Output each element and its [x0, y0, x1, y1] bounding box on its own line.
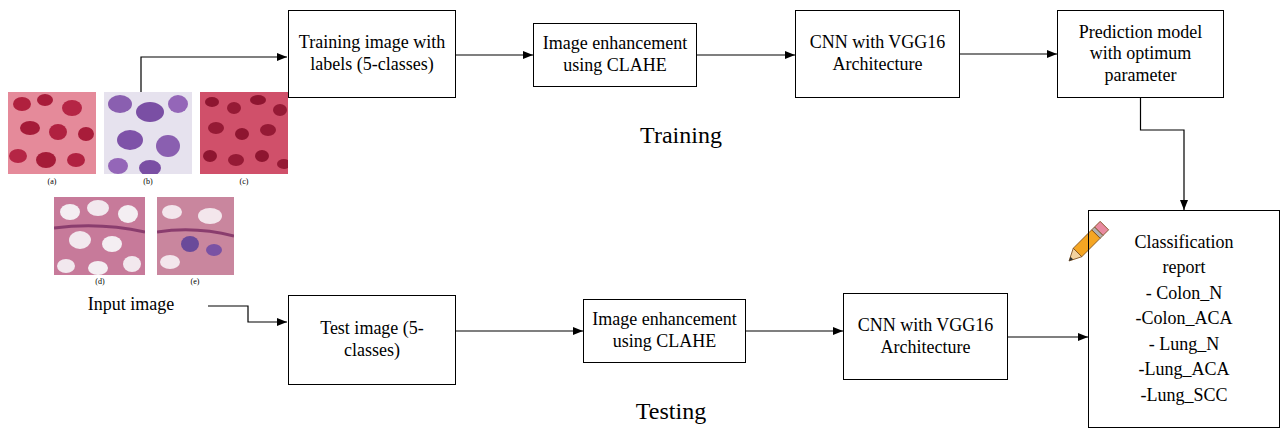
tissue-image	[157, 197, 234, 275]
tissue-image	[54, 197, 145, 275]
report-box: Classification report- Colon_N-Colon_ACA…	[1088, 210, 1280, 428]
box-text: Classification report	[1117, 230, 1251, 281]
box-list-item: - Lung_N	[1149, 332, 1220, 358]
box-list-item: - Colon_N	[1146, 281, 1223, 307]
box-text: Image enhancement using CLAHE	[590, 309, 739, 352]
flow-arrow	[697, 54, 795, 55]
flow-arrow	[456, 330, 583, 331]
flow-arrow	[746, 330, 843, 331]
image-caption: (a)	[48, 178, 57, 187]
image-caption: (e)	[191, 278, 200, 287]
image-caption: (c)	[240, 178, 249, 187]
input-arrow	[208, 306, 287, 322]
tissue-image	[8, 92, 96, 174]
box-text: Image enhancement using CLAHE	[540, 33, 690, 76]
section-title: Training	[640, 122, 722, 148]
flow-arrow	[1008, 336, 1088, 337]
box-list-item: -Lung_ACA	[1139, 357, 1230, 383]
tissue-image	[200, 92, 288, 174]
input-label: Input image	[88, 295, 174, 315]
process-box: Prediction model with optimum parameter	[1057, 10, 1224, 98]
box-list-item: -Colon_ACA	[1135, 306, 1232, 332]
process-box: Image enhancement using CLAHE	[533, 23, 697, 87]
box-text: CNN with VGG16 Architecture	[850, 315, 1001, 358]
image-caption: (b)	[143, 178, 152, 187]
process-box: CNN with VGG16 Architecture	[843, 293, 1008, 380]
box-text: CNN with VGG16 Architecture	[802, 32, 953, 75]
box-text: Test image (5-classes)	[295, 318, 449, 361]
flow-arrow	[1141, 98, 1185, 210]
pencil-icon	[1065, 221, 1109, 265]
flow-arrow	[960, 53, 1057, 54]
box-list-item: -Lung_SCC	[1140, 383, 1227, 409]
process-box: Image enhancement using CLAHE	[583, 299, 746, 363]
box-text: Training image with labels (5-classes)	[295, 32, 449, 75]
input-arrow	[141, 57, 287, 92]
process-box: CNN with VGG16 Architecture	[795, 10, 960, 98]
box-text: Prediction model with optimum parameter	[1064, 22, 1217, 87]
process-box: Training image with labels (5-classes)	[288, 10, 456, 98]
image-caption: (d)	[95, 278, 104, 287]
section-title: Testing	[636, 398, 706, 424]
tissue-image	[104, 92, 192, 174]
flow-arrow	[456, 54, 533, 55]
process-box: Test image (5-classes)	[288, 295, 456, 385]
